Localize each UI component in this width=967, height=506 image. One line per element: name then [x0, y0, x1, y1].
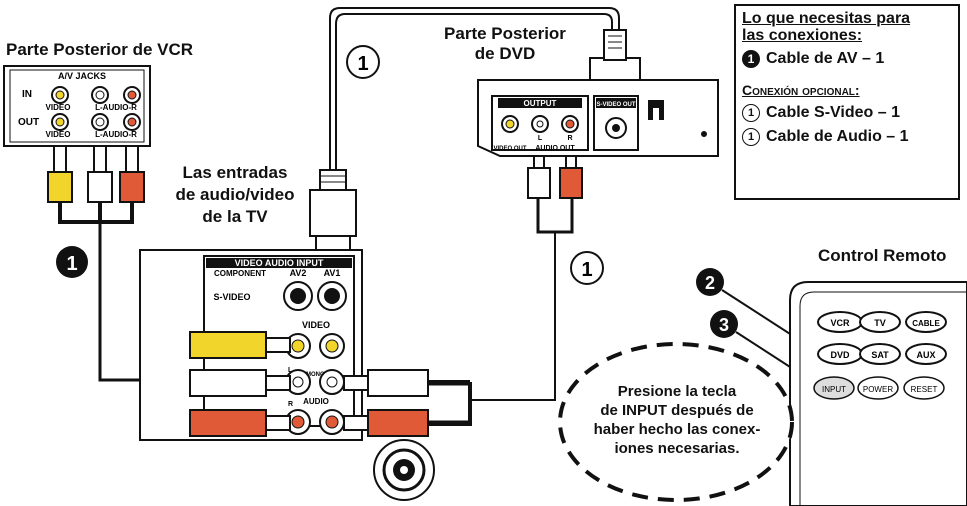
step-one-filled-label: 1: [66, 253, 77, 275]
instruction-bubble: [558, 342, 794, 502]
vcr-video-label: VIDEO: [46, 103, 71, 112]
tv-r-label: R: [288, 401, 293, 408]
remote-vcr-label: VCR: [830, 318, 850, 328]
dvd-audio-plugs: [527, 155, 583, 199]
tv-title-line2: de audio/video: [175, 185, 295, 204]
step-one-filled-icon: 1: [742, 50, 760, 68]
remote-tv-button[interactable]: [859, 311, 901, 333]
optional-title: Conexión opcional:: [742, 82, 860, 98]
requirements-title-line2: las conexiones:: [742, 27, 863, 44]
instruction-bubble-text: Presione la tecla de INPUT después de ha…: [582, 382, 772, 458]
step-one-open-label-audio: 1: [581, 259, 592, 281]
dvd-video-out-label: VIDEO OUT: [493, 146, 526, 152]
requirement-audio-cable-label: Cable de Audio – 1: [766, 128, 909, 145]
dvd-title-line2: de DVD: [474, 44, 536, 63]
requirement-audio-cable: 1 Cable de Audio – 1: [742, 128, 952, 146]
tv-panel-title: VIDEO AUDIO INPUT: [235, 258, 324, 268]
remote-buttons[interactable]: VCR TV CABLE DVD SAT AUX INPUT POWER RES…: [813, 311, 947, 400]
tv-l-label: L: [288, 367, 293, 374]
vcr-in-label: IN: [22, 89, 32, 100]
vcr-out-label: OUT: [18, 117, 39, 128]
remote-sat-label: SAT: [871, 350, 889, 360]
dvd-title-line1: Parte Posterior: [444, 24, 566, 43]
svideo-plug-tv: [309, 169, 357, 257]
requirements-title-line1: Lo que necesitas para: [742, 10, 911, 27]
remote-power-label: POWER: [863, 385, 893, 394]
tv-video-label: VIDEO: [302, 320, 330, 330]
remote-cable-label: CABLE: [912, 319, 940, 328]
tv-av2-label: AV2: [290, 268, 307, 278]
remote-input-button[interactable]: [813, 376, 855, 400]
step-one-filled-icon: [56, 246, 88, 278]
step-one-open-icon: [570, 251, 604, 285]
tv-component-label: COMPONENT: [214, 269, 266, 278]
requirement-av-cable-label: Cable de AV – 1: [766, 50, 885, 67]
bubble-line2: de INPUT después de: [600, 402, 754, 419]
dvd-svideo-out-label: S-VIDEO OUT: [596, 102, 635, 108]
step-one-open-label-svideo: 1: [357, 53, 368, 75]
tv-title-line3: de la TV: [202, 207, 268, 226]
step-one-open-icon: [346, 45, 380, 79]
requirement-svideo-cable-label: Cable S-Video – 1: [766, 104, 900, 121]
tv-audio-label: AUDIO: [303, 397, 329, 406]
vcr-title: Parte Posterior de VCR: [6, 40, 194, 59]
requirement-svideo-cable: 1 Cable S-Video – 1: [742, 104, 952, 122]
vcr-audio-label: L-AUDIO-R: [95, 103, 137, 112]
dvd-r-label: R: [567, 135, 572, 142]
vcr-video-label-out: VIDEO: [46, 130, 71, 139]
remote-input-label: INPUT: [822, 385, 846, 394]
vcr-audio-label-out: L-AUDIO-R: [95, 130, 137, 139]
tv-svideo-label: S-VIDEO: [213, 292, 250, 302]
step-three-label: 3: [719, 315, 729, 335]
tv-input-panel: VIDEO AUDIO INPUT COMPONENT AV2 AV1 S-VI…: [139, 249, 435, 501]
requirement-av-cable: 1 Cable de AV – 1: [742, 50, 952, 68]
tv-av-plugs: [189, 331, 291, 437]
dvd-l-label: L: [538, 135, 543, 142]
av-cable-vcr-plugs: [47, 145, 290, 427]
remote-dvd-label: DVD: [830, 350, 850, 360]
bubble-line1: Presione la tecla: [617, 383, 737, 400]
bubble-line4: iones necesarias.: [614, 440, 740, 457]
bubble-line3: haber hecho las conex-: [593, 421, 761, 438]
step-two-label: 2: [705, 273, 715, 293]
dvd-audio-out-label: AUDIO OUT: [535, 145, 575, 152]
dvd-output-label: OUTPUT: [524, 99, 557, 108]
remote-reset-button[interactable]: [903, 376, 945, 400]
remote-cable-button[interactable]: [905, 311, 947, 333]
vcr-back-panel: A/V JACKS IN OUT VIDEO L-AUDIO-R VIDEO L…: [3, 65, 151, 147]
remote-power-button[interactable]: [857, 376, 899, 400]
tv-mono-label: (MONO): [304, 372, 327, 378]
remote-aux-label: AUX: [916, 350, 935, 360]
remote-aux-button[interactable]: [905, 343, 947, 365]
tv-title: Las entradas de audio/video de la TV: [150, 162, 320, 228]
requirements-box: Lo que necesitas para las conexiones: 1 …: [734, 4, 960, 200]
dvd-title: Parte Posterior de DVD: [410, 24, 600, 64]
remote-reset-label: RESET: [911, 385, 938, 394]
step-two-filled-icon: [696, 268, 724, 296]
tv-audio-plugs: [343, 369, 470, 437]
tv-av1-label: AV1: [324, 268, 341, 278]
step-one-open-icon: 1: [742, 104, 760, 122]
vcr-jacks-label: A/V JACKS: [58, 71, 106, 81]
remote-sat-button[interactable]: [859, 343, 901, 365]
dvd-back-panel: OUTPUT L R VIDEO OUT AUDIO OUT S-VIDEO O…: [477, 29, 719, 157]
step-one-open-icon: 1: [742, 128, 760, 146]
step-three-filled-icon: [710, 310, 738, 338]
remote-title: Control Remoto: [818, 246, 947, 265]
remote-tv-label: TV: [874, 318, 886, 328]
tv-title-line1: Las entradas: [182, 163, 288, 182]
